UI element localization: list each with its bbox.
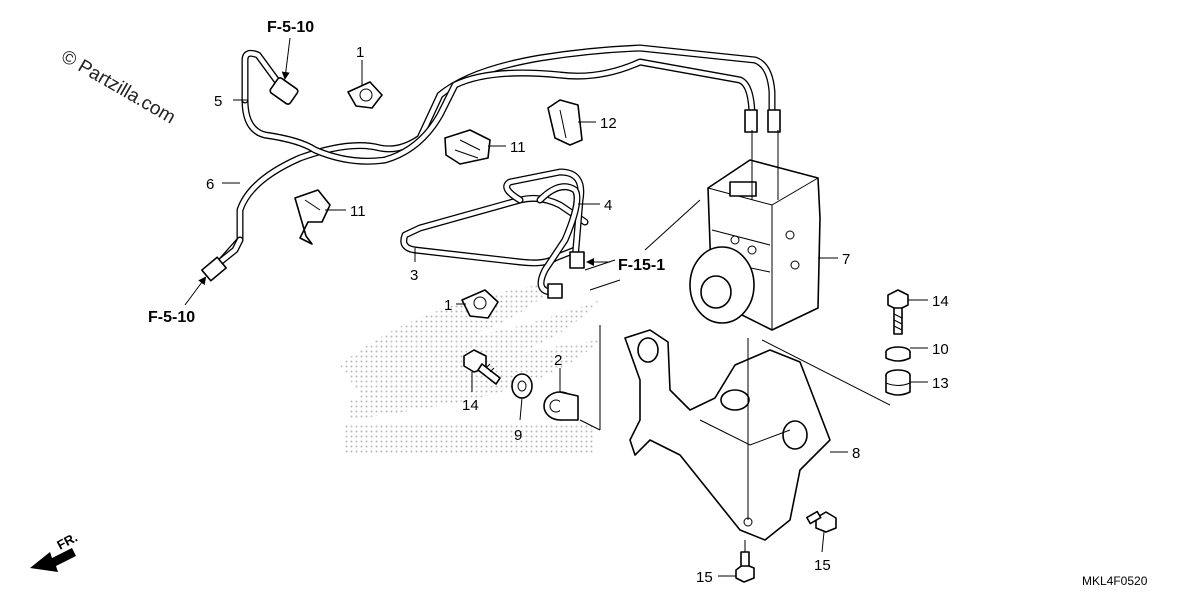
- callout-3: 3: [410, 267, 418, 284]
- assembly-guides: [579, 130, 891, 552]
- callout-12: 12: [600, 115, 617, 132]
- callout-11-top: 11: [510, 139, 526, 156]
- callout-4: 4: [604, 197, 612, 214]
- callout-8: 8: [852, 445, 860, 462]
- watermark: [340, 282, 600, 453]
- callout-5: 5: [214, 93, 222, 110]
- grommet-13: [885, 369, 911, 396]
- callout-15-right: 15: [814, 557, 831, 574]
- callout-9: 9: [514, 427, 522, 444]
- callout-14-left: 14: [462, 397, 479, 414]
- callout-15-left: 15: [696, 569, 713, 586]
- clamp-1-bottom: [461, 289, 499, 319]
- grommet-2: [543, 391, 579, 421]
- callout-1-bottom: 1: [444, 297, 452, 314]
- abs-modulator-7: [689, 159, 821, 331]
- bolt-14-right: [887, 289, 909, 335]
- callout-2: 2: [554, 352, 562, 369]
- bolt-15-right: [806, 510, 837, 533]
- diagram-code: MKL4F0520: [1082, 574, 1148, 588]
- callout-6: 6: [206, 176, 214, 193]
- callout-14-right: 14: [932, 293, 949, 310]
- ref-label-bottom: F-5-10: [148, 309, 195, 326]
- callout-11-mid: 11: [350, 203, 366, 220]
- callout-13: 13: [932, 375, 949, 392]
- ref-label-top: F-5-10: [267, 19, 314, 36]
- brake-pipes: [211, 44, 776, 296]
- bracket-11-top: [444, 129, 491, 165]
- ref-label-modulator: F-15-1: [618, 257, 665, 274]
- front-indicator: FR.: [30, 530, 80, 572]
- washer-10: [885, 346, 911, 362]
- holder-12: [547, 99, 583, 146]
- copyright-text: © Partzilla.com: [58, 46, 179, 128]
- mounting-bracket-8: [624, 329, 831, 541]
- washer-9: [511, 373, 533, 399]
- front-label: FR.: [54, 530, 80, 553]
- callout-10: 10: [932, 341, 949, 358]
- front-arrow-icon: [30, 548, 76, 572]
- reference-arrows: [184, 37, 610, 306]
- callout-7: 7: [842, 251, 850, 268]
- callout-leaders: [222, 60, 928, 577]
- bolt-14-left: [463, 349, 501, 385]
- clamp-1-top: [347, 81, 383, 109]
- bracket-11-mid: [294, 189, 331, 245]
- callout-1-top: 1: [356, 44, 364, 61]
- pipe-fittings: [201, 77, 781, 299]
- bolt-15-left: [735, 551, 755, 583]
